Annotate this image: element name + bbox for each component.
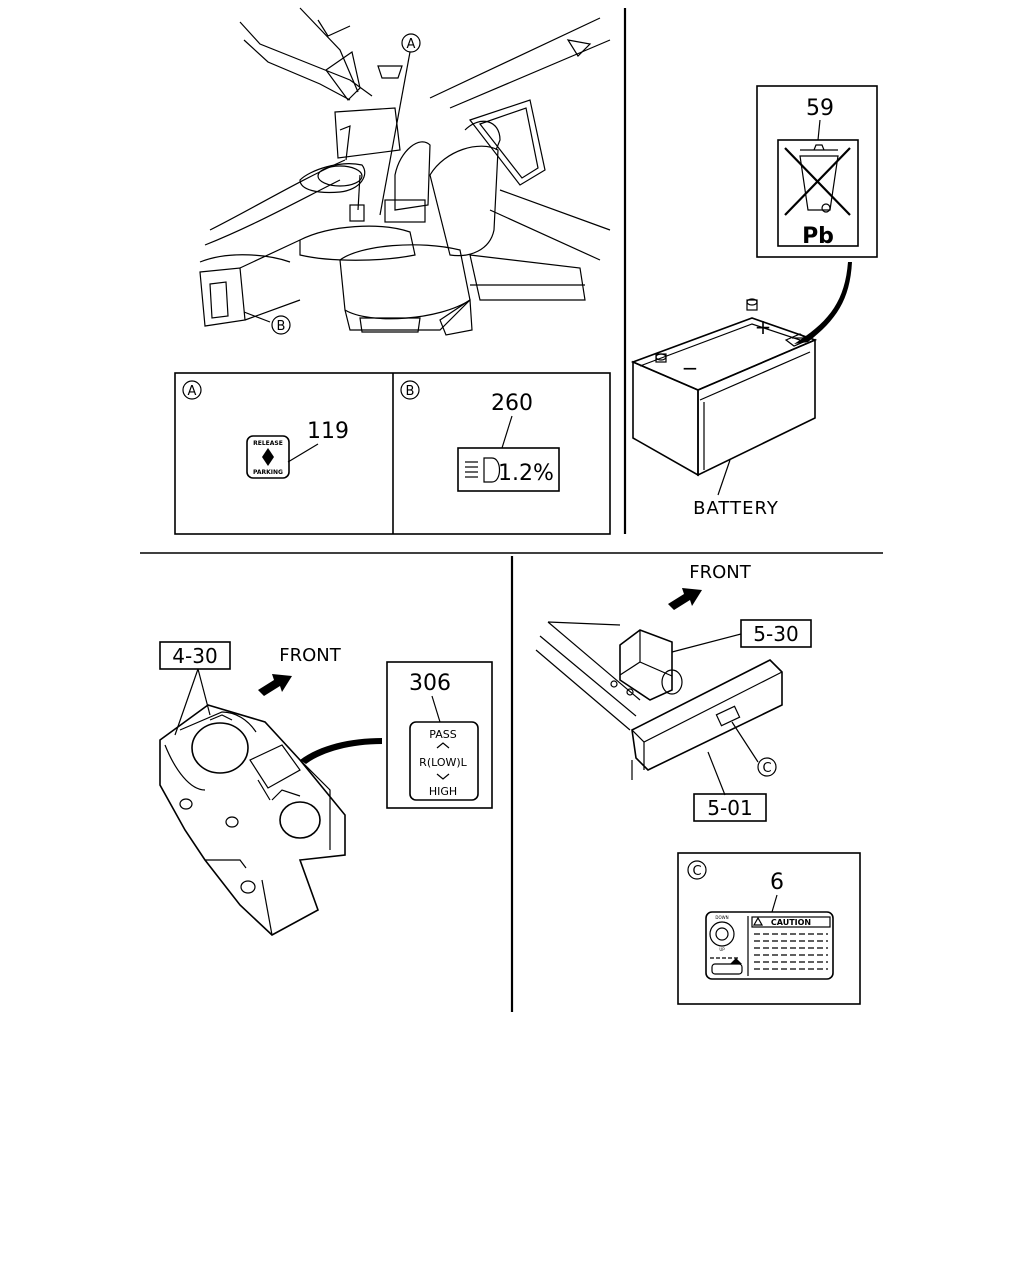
frame-illustration <box>535 621 783 796</box>
callout-b-label: B <box>277 319 286 334</box>
leveling-percent: 1.2% <box>498 461 554 486</box>
detail-c: C 6 CAUTION DOWN UP <box>677 852 861 1005</box>
detail-a-label: A <box>188 384 197 399</box>
high-text: HIGH <box>429 785 457 798</box>
callout-c: C <box>757 757 777 777</box>
ref-4-30-box: 4-30 <box>159 641 231 736</box>
front-label-right: FRONT <box>689 562 751 583</box>
part-number-260: 260 <box>491 391 533 416</box>
caution-body-lines <box>754 933 828 970</box>
callout-c-label: C <box>762 761 771 776</box>
caution-text: CAUTION <box>771 918 811 927</box>
warning-triangle-icon <box>752 916 764 926</box>
chevron-up-icon <box>436 742 450 749</box>
release-parking-label-icon <box>246 435 290 479</box>
detail-b-label: B <box>406 384 415 399</box>
ref-4-30: 4-30 <box>172 644 217 668</box>
column-to-label-arrow <box>300 738 382 764</box>
part-number-6: 6 <box>770 870 784 895</box>
minus-sign: − <box>682 356 699 380</box>
battery-illustration <box>630 298 818 496</box>
up-text: UP <box>719 947 725 952</box>
detail-c-label: C <box>692 864 701 879</box>
part-number-59: 59 <box>806 96 834 121</box>
plus-sign: + <box>755 315 772 339</box>
detail-box-ab <box>174 372 611 535</box>
front-arrow-left <box>258 674 292 696</box>
caution-label <box>705 911 834 980</box>
ref-5-01: 5-01 <box>707 796 752 820</box>
callout-a-label: A <box>407 37 416 52</box>
callout-b: B <box>271 315 291 335</box>
crossed-bin-icon <box>784 144 851 216</box>
front-arrow-right <box>668 588 702 610</box>
part-number-119: 119 <box>307 419 349 444</box>
parking-text: PARKING <box>253 469 283 476</box>
release-text: RELEASE <box>253 440 283 447</box>
battery-label: BATTERY <box>693 498 779 519</box>
ref-5-01-box: 5-01 <box>693 793 767 822</box>
callout-a: A <box>401 33 421 53</box>
front-label-left: FRONT <box>279 645 341 666</box>
ref-5-30-box: 5-30 <box>740 619 812 648</box>
pass-text: PASS <box>429 728 456 741</box>
down-text: DOWN <box>715 915 728 920</box>
headlamp-icon <box>465 457 501 483</box>
label-to-battery-arrow <box>794 262 852 344</box>
ref-5-30: 5-30 <box>753 622 798 646</box>
tilt-knob-icon <box>709 921 735 947</box>
low-text: R(LOW)L <box>419 756 467 769</box>
lever-icon <box>711 963 743 975</box>
part-number-306: 306 <box>409 671 451 696</box>
pb-text: Pb <box>802 224 834 249</box>
detail-b: B 260 1.2% <box>400 380 560 492</box>
column-cover-illustration <box>159 704 346 936</box>
battery-label-box: 59 Pb <box>756 85 878 258</box>
chevron-down-icon <box>436 773 450 780</box>
detail-a: A 119 RELEASE PARKING <box>182 380 349 479</box>
cab-interior-illustration <box>199 7 611 336</box>
switch-label-box: 306 PASS R(LOW)L HIGH <box>386 661 493 809</box>
headlamp-leveling-label <box>457 447 560 492</box>
panel-dividers <box>140 8 883 1012</box>
